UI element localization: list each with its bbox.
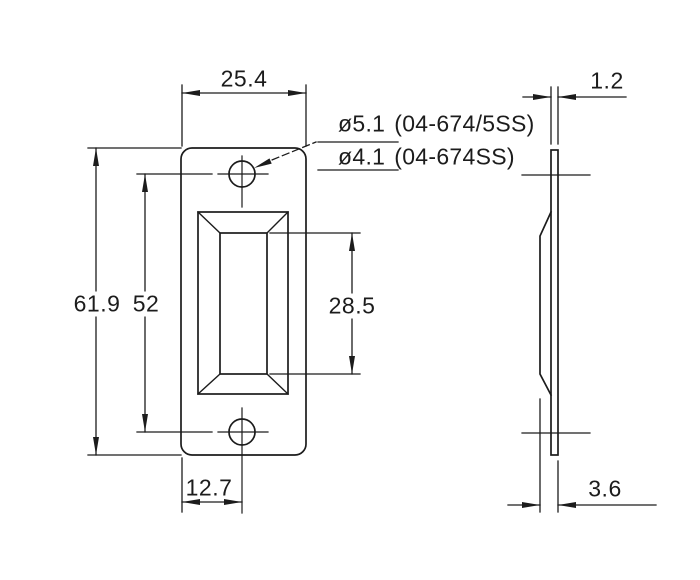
side-view-dimensions	[507, 86, 657, 513]
arrowhead	[93, 148, 99, 166]
hole-note-leader	[261, 141, 317, 165]
dim-overall-extension-lines	[87, 147, 182, 456]
dim-thickness-label: 1.2	[590, 67, 624, 94]
arrowhead	[182, 499, 200, 505]
side-view-linework	[521, 149, 591, 456]
arrowhead	[349, 356, 355, 374]
dim-opening-extension-lines	[269, 232, 361, 375]
dim-hole-spacing-label: 52	[129, 291, 163, 317]
arrowhead	[142, 414, 148, 432]
leader-arrowhead	[254, 158, 272, 168]
recess-outer-rect	[197, 211, 289, 395]
side-hole-centerlines	[521, 174, 591, 434]
arrowhead	[533, 94, 551, 100]
dim-spacing-extension-lines	[136, 173, 213, 433]
hole-diameter-value: ø5.1	[338, 110, 386, 137]
arrowhead	[522, 502, 540, 508]
arrowhead	[142, 174, 148, 192]
dim-depth-extension-lines	[539, 398, 559, 513]
dim-width-label: 25.4	[220, 65, 268, 92]
dim-overall-height-label: 61.9	[70, 291, 124, 317]
dim-width-extension-lines	[181, 84, 307, 147]
front-view-linework	[180, 147, 307, 514]
side-plate-outline	[550, 149, 559, 456]
hole-part-number: (04-674/5SS)	[394, 110, 535, 137]
arrowhead	[558, 94, 576, 100]
arrowhead	[288, 90, 306, 96]
hole-note-underlines	[317, 141, 399, 171]
hole-diameter-value: ø4.1	[338, 143, 386, 170]
side-recess-protrusion	[539, 210, 553, 397]
recess-bevel-diagonals	[197, 211, 289, 395]
arrowhead	[182, 90, 200, 96]
dim-hole-offset-label: 12.7	[185, 474, 233, 501]
hole-note-top: ø5.1 (04-674/5SS)	[338, 110, 535, 137]
dim-opening-height-label: 28.5	[325, 293, 379, 319]
dim-depth-label: 3.6	[588, 475, 622, 502]
arrowhead	[93, 437, 99, 455]
hole-note-bottom: ø4.1 (04-674SS)	[338, 143, 515, 170]
recess-inner-rect	[219, 232, 268, 375]
arrowhead	[349, 233, 355, 251]
arrowhead	[224, 499, 242, 505]
dim-thickness-extension-lines	[550, 86, 559, 145]
arrowhead	[558, 502, 576, 508]
hole-centerlines	[217, 155, 269, 514]
hole-part-number: (04-674SS)	[394, 143, 515, 170]
plate-outline	[180, 147, 307, 456]
